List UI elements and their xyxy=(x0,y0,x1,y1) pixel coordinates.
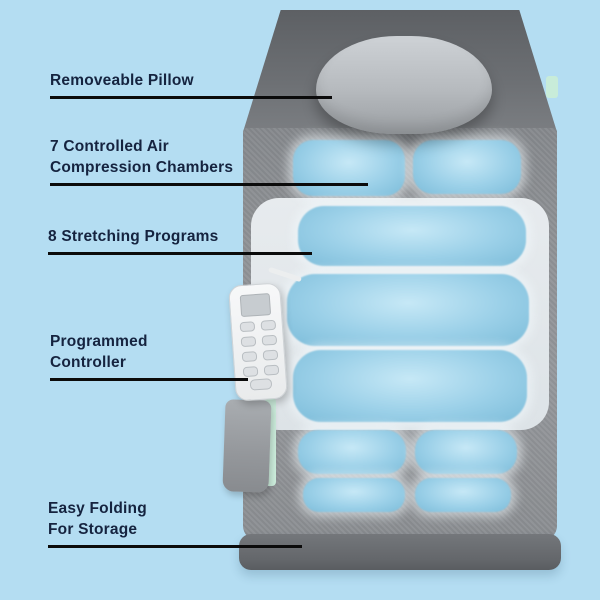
air-chamber xyxy=(298,206,526,266)
controller-button xyxy=(260,319,277,331)
air-chamber xyxy=(413,140,521,194)
mat-folding-base xyxy=(239,534,561,570)
controller-button xyxy=(249,378,273,391)
air-chamber xyxy=(298,430,406,474)
annotation-chambers: 7 Controlled Air Compression Chambers xyxy=(50,136,368,186)
annotation-label: Controller xyxy=(50,354,127,371)
pointer-line xyxy=(48,545,302,548)
air-chamber xyxy=(293,350,527,422)
annotation-label: Easy Folding xyxy=(48,500,147,517)
mat-edge-accent xyxy=(265,398,276,486)
pointer-line xyxy=(50,96,332,99)
pointer-line xyxy=(50,183,368,186)
storage-pouch xyxy=(222,399,272,493)
air-chamber xyxy=(303,478,405,512)
air-chamber xyxy=(287,274,529,346)
stretch-mat xyxy=(239,10,561,570)
fabric-tag xyxy=(546,76,558,98)
annotation-label: 7 Controlled Air xyxy=(50,138,169,155)
annotation-pillow: Removeable Pillow xyxy=(50,70,332,99)
controller-button xyxy=(262,349,279,361)
air-chamber xyxy=(415,430,517,474)
annotation-label: For Storage xyxy=(48,521,138,538)
pillow xyxy=(316,36,492,134)
annotation-label: Removeable Pillow xyxy=(50,72,194,89)
pointer-line xyxy=(50,378,248,381)
annotation-folding: Easy Folding For Storage xyxy=(48,498,302,548)
annotation-controller: Programmed Controller xyxy=(50,331,248,381)
air-chamber xyxy=(415,478,511,512)
controller-button xyxy=(261,334,278,346)
controller-button xyxy=(263,364,280,376)
annotation-label: Programmed xyxy=(50,333,148,350)
annotation-label: Compression Chambers xyxy=(50,159,234,176)
annotation-label: 8 Stretching Programs xyxy=(48,228,219,245)
controller-screen xyxy=(239,293,272,318)
air-chamber xyxy=(293,140,405,196)
annotation-programs: 8 Stretching Programs xyxy=(48,226,312,255)
pointer-line xyxy=(48,252,312,255)
